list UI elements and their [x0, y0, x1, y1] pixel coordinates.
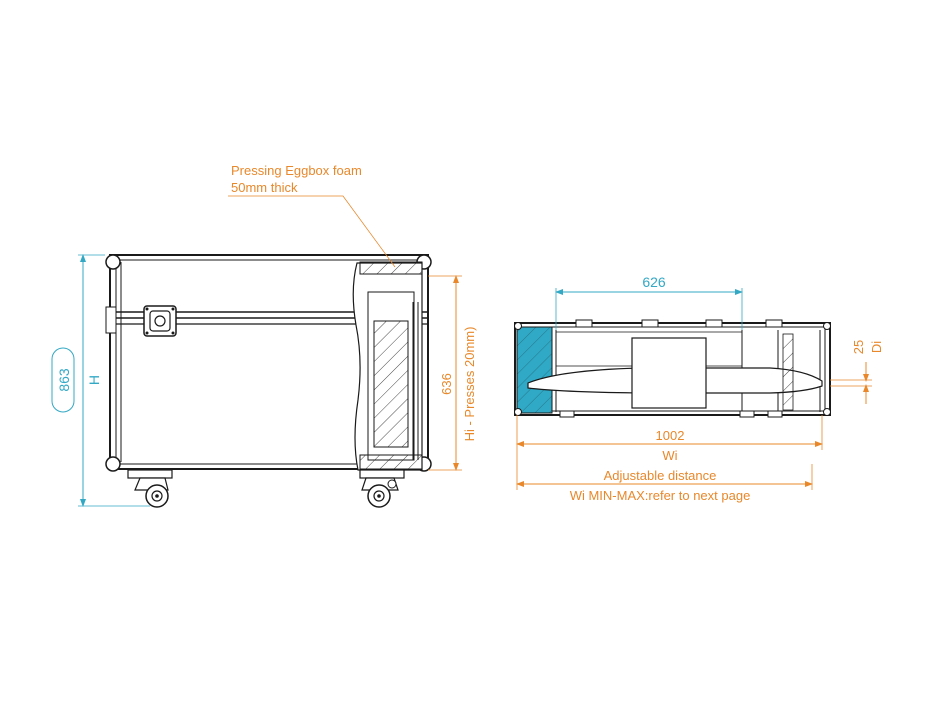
- corner-ball-bottom-left: [105, 456, 121, 472]
- inner-width-label: Wi: [662, 448, 677, 463]
- annotation-line-1: Pressing Eggbox foam: [231, 163, 362, 178]
- annotation-line-2: 50mm thick: [231, 180, 298, 195]
- inner-height-label: Hi - Presses 20mm): [462, 327, 477, 442]
- right-hatched-strip: [782, 333, 794, 411]
- hatched-insert: [373, 320, 409, 448]
- foam-bottom-strip: [359, 454, 423, 470]
- inner-width-value: 1002: [656, 428, 685, 443]
- castor-wheel-right: [359, 469, 405, 508]
- annotation-leader: [228, 195, 396, 268]
- height-value-box: [51, 347, 75, 413]
- adjustable-distance-text: Adjustable distance: [604, 468, 717, 483]
- depth-value: 25: [851, 340, 866, 354]
- center-box: [631, 337, 707, 409]
- front-view: 863 H 636 Hi - Presses 20mm) Pressing Eg…: [51, 163, 477, 508]
- height-label: H: [86, 375, 102, 385]
- inner-height-value: 636: [439, 373, 454, 395]
- butterfly-latch: [143, 305, 177, 337]
- top-view: 626 25 Di 1002 Wi Adjustable distance Wi…: [514, 274, 884, 503]
- depth-label: Di: [869, 341, 884, 353]
- castor-wheel-left: [127, 469, 173, 508]
- corner-ball-top-left: [105, 254, 121, 270]
- foam-top-strip: [359, 261, 423, 275]
- adjustable-minmax-text: Wi MIN-MAX:refer to next page: [570, 488, 751, 503]
- dimension-626-value: 626: [642, 274, 666, 290]
- height-value: 863: [56, 368, 72, 392]
- hinge-plate: [105, 306, 117, 334]
